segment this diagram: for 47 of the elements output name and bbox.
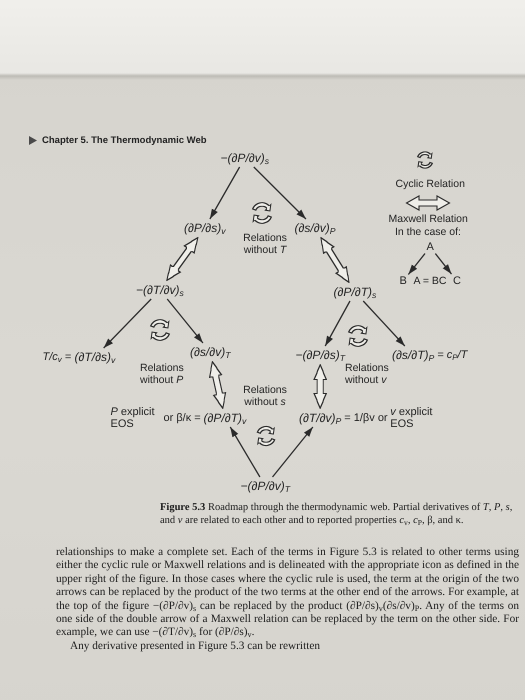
derivative-term: (∂P/∂T)$_{s}$ [334, 284, 376, 300]
equation-text: or β/κ = [164, 412, 201, 424]
derivative-term: −(∂P/∂v)$_{T}$ [240, 478, 290, 494]
derivative-term: (∂P/∂T)$_{v}$ [204, 410, 246, 426]
arrow [362, 300, 406, 346]
variable-letter: C [453, 274, 461, 288]
derivative-term: (∂T/∂s)$_{v}$ [74, 350, 116, 364]
relation-label: Relations without v [345, 362, 390, 386]
note-text: P explicit EOS [110, 406, 156, 430]
double-arrow [320, 236, 350, 284]
double-arrow [313, 364, 328, 409]
derivative-term: (∂s/∂v)$_{P}$ [294, 220, 336, 236]
variable-letter: A [426, 240, 434, 254]
relation-label: Relations without P [140, 362, 185, 386]
double-arrow [208, 360, 226, 410]
figure-caption: Figure 5.3 Roadmap through the thermodynamic web. Partial derivatives of T, P, s, and v are related to each other and to reported properties c$_{v}$, c$_{P}$, β, and κ. [160, 502, 514, 527]
derivative-term: −(∂P/∂s)$_{T}$ [296, 348, 345, 362]
note-text: v explicit EOS [390, 406, 434, 430]
legend-label: Maxwell Relation [388, 213, 468, 225]
legend-note: In the case of: [395, 226, 461, 238]
legend-label: Cyclic Relation [396, 178, 465, 190]
equation-text: = 1/βv or [344, 412, 388, 424]
equation-text: T/c$_{v}$ = [42, 351, 72, 363]
arrow [230, 426, 260, 478]
arrow [103, 298, 152, 348]
arrow [209, 166, 240, 220]
arrow [166, 298, 204, 344]
derivative-term: −(∂T/∂v)$_{s}$ [136, 282, 184, 298]
arrow [434, 253, 452, 274]
derivative-term: (∂P/∂s)$_{v}$ [184, 220, 226, 236]
variable-letter: B [400, 274, 407, 288]
arrow [408, 253, 426, 275]
arrow [253, 166, 306, 220]
equation-text: = c$_{P}$/T [437, 349, 468, 361]
relation-label: Relations without T [242, 232, 288, 256]
running-header: Chapter 5. The Thermodynamic Web [42, 134, 207, 146]
derivative-term: (∂s/∂v)$_{T}$ [190, 344, 230, 360]
body-paragraph: relationships to make a complete set. Each of the terms in Figure 5.3 is related to other terms using either the cyclic rule or Maxwell relations and is delineated with the appropriate icon as defined in the upper right of the figure. In those cases where the cyclic rule is used, the term at the origin of the two arrows can be replaced by the product of the two terms at the other end of the arrows. For example, at the top of the figure −(∂P/∂v)$_{s}$ can be replaced by the product (∂P/∂s)$_{v}$(∂s/∂v)$_{P}$. Any of the terms on one side of the double arrow of a Maxwell relation can be replaced by the term on the other side. For example, we can use −(∂T/∂v)$_{s}$ for (∂P/∂s)$_{v}$. [56, 546, 519, 640]
body-paragraph: Any derivative presented in Figure 5.3 can be rewritten [69, 640, 322, 654]
relation-label: Relations without s [242, 384, 288, 408]
equation-text: A = BC [414, 275, 446, 287]
double-arrow [166, 236, 199, 282]
arrow [272, 426, 314, 478]
derivative-term: (∂s/∂T)$_{P}$ [392, 348, 434, 362]
derivative-term: (∂T/∂v)$_{P}$ [299, 410, 342, 426]
derivative-term: −(∂P/∂v)$_{s}$ [220, 150, 270, 166]
arrow [324, 300, 351, 346]
